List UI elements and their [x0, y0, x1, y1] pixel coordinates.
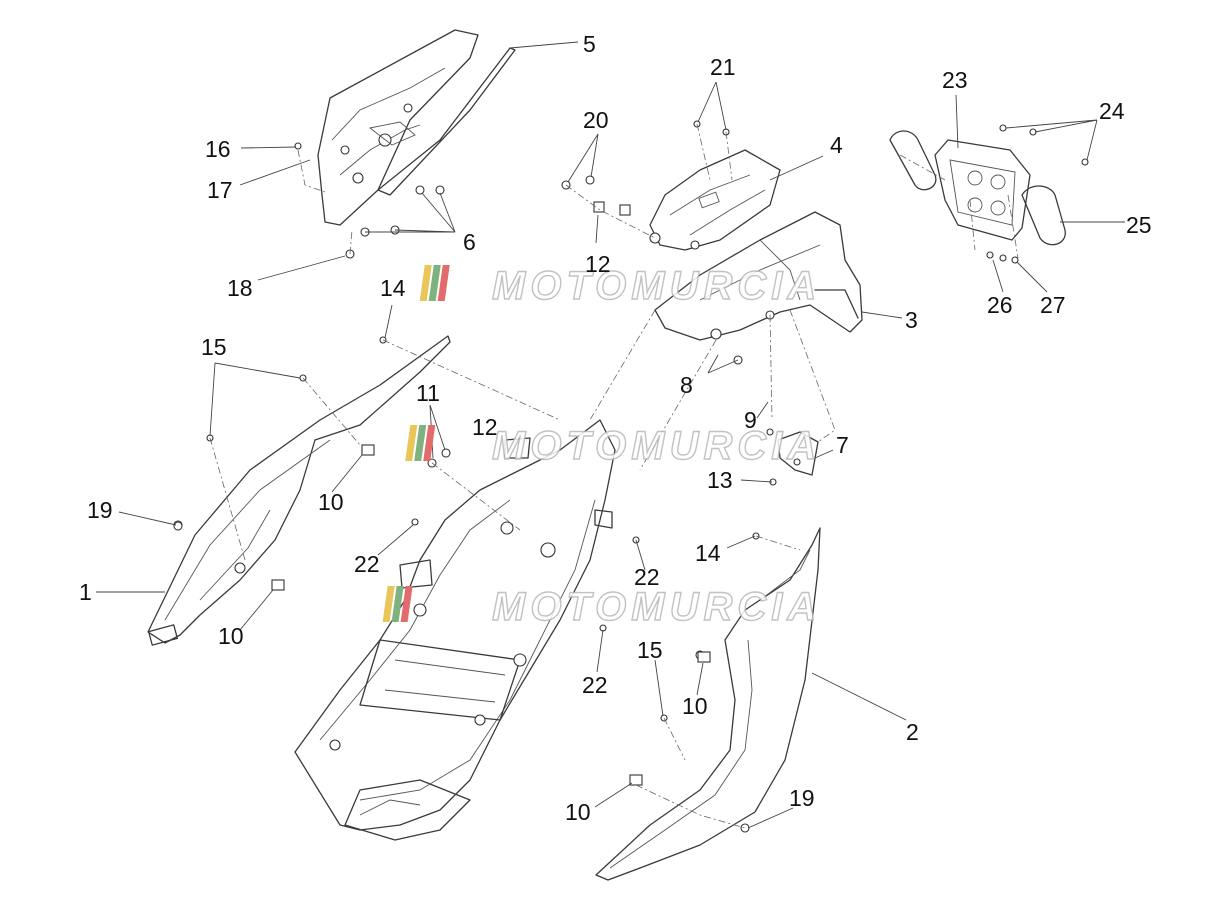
callout-10-lower-left: 10 [218, 623, 244, 649]
callout-19-right: 19 [789, 785, 815, 811]
watermark-text-top: MOTOMURCIA [492, 264, 821, 308]
watermark-logo-top: MOTOMURCIA [419, 263, 821, 309]
callout-4: 4 [830, 132, 843, 158]
part-7-plate [777, 431, 819, 476]
watermark-text-bottom: MOTOMURCIA [492, 585, 821, 629]
callout-25: 25 [1126, 212, 1152, 238]
watermark-text-middle: MOTOMURCIA [492, 424, 821, 468]
callout-27: 27 [1040, 292, 1066, 318]
callout-26: 26 [987, 292, 1013, 318]
callout-18: 18 [227, 275, 253, 301]
part-4-rear-bracket [649, 149, 781, 251]
callout-6: 6 [463, 229, 476, 255]
watermark-logo-bottom: MOTOMURCIA [382, 584, 821, 630]
hardware-fasteners [173, 120, 1089, 833]
assembly-lines [209, 123, 1019, 829]
callout-22-left: 22 [354, 551, 380, 577]
part-5-seat-cowl [317, 29, 516, 226]
callout-labels: 5 16 17 6 18 21 20 4 12 3 23 24 25 26 27… [79, 31, 1152, 825]
callout-11: 11 [416, 380, 440, 406]
rear-subframe [294, 419, 616, 841]
part-23-plate-holder [889, 130, 1066, 264]
callout-13: 13 [707, 467, 733, 493]
callout-12-top: 12 [585, 251, 611, 277]
callout-16: 16 [205, 136, 231, 162]
callout-24: 24 [1099, 98, 1125, 124]
callout-19-left: 19 [87, 497, 113, 523]
watermark-logo-middle: MOTOMURCIA [405, 423, 821, 469]
callout-10-upper-left: 10 [318, 489, 344, 515]
callout-12-mid: 12 [472, 414, 498, 440]
callout-14-left: 14 [380, 275, 406, 301]
callout-3: 3 [905, 307, 918, 333]
callout-5: 5 [583, 31, 596, 57]
callout-1: 1 [79, 579, 92, 605]
callout-15-left: 15 [201, 334, 227, 360]
part-2-right-side-panel [595, 527, 821, 881]
callout-9: 9 [744, 407, 757, 433]
callout-22-mid: 22 [634, 564, 660, 590]
callout-23: 23 [942, 67, 968, 93]
callout-22-bottom: 22 [582, 672, 608, 698]
callout-10-right: 10 [682, 693, 708, 719]
callout-14-right: 14 [695, 540, 721, 566]
callout-8: 8 [680, 372, 693, 398]
callout-15-right: 15 [637, 637, 663, 663]
callout-2: 2 [906, 719, 919, 745]
part-3-mudguard [654, 211, 863, 341]
watermark: MOTOMURCIA MOTOMURCIA MOTOMURCIA [382, 263, 821, 630]
callout-7: 7 [836, 432, 849, 458]
callout-20: 20 [583, 107, 609, 133]
callout-21: 21 [710, 54, 736, 80]
callout-17: 17 [207, 177, 233, 203]
callout-10-bottom: 10 [565, 799, 591, 825]
